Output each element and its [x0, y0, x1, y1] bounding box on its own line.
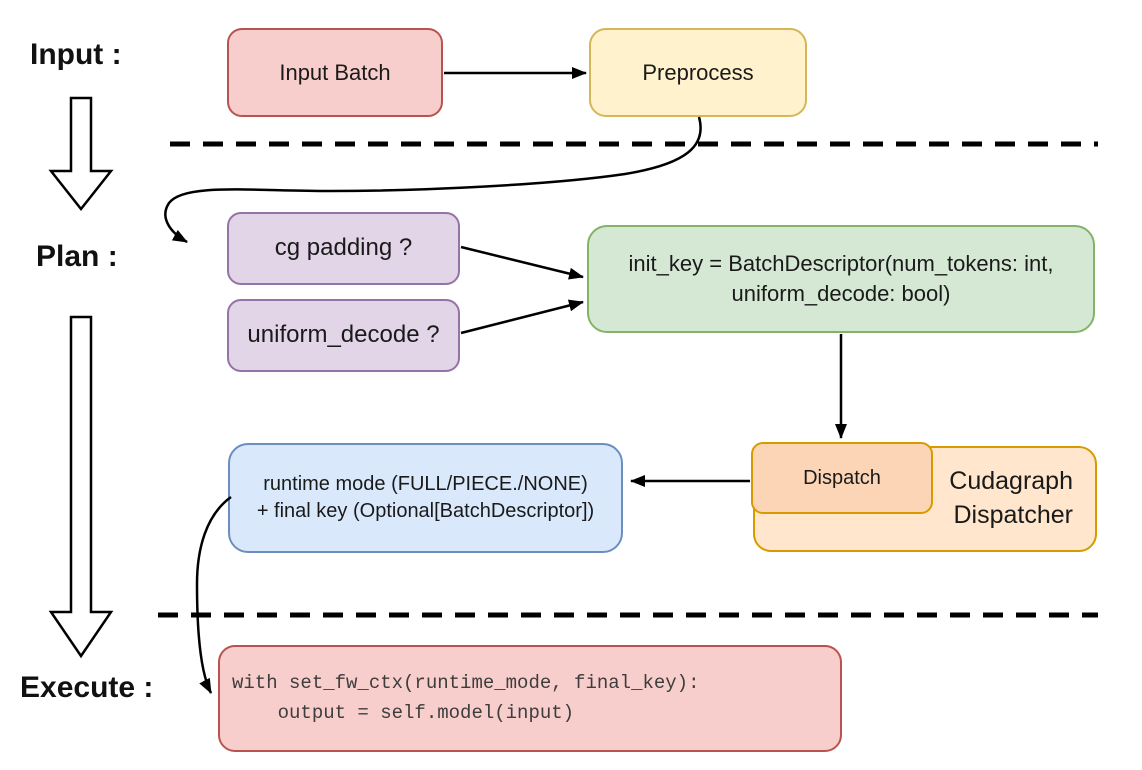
stage-label-execute: Execute :	[20, 671, 154, 704]
stage-label-plan: Plan :	[36, 240, 118, 273]
execute-code-line2: output = self.model(input)	[232, 701, 575, 724]
node-runtime-result-line1: runtime mode (FULL/PIECE./NONE)	[263, 473, 588, 495]
stage-label-input: Input :	[30, 38, 122, 71]
arrow-cgpadding-to-initkey	[460, 245, 584, 280]
node-input-batch: Input Batch	[227, 28, 443, 117]
execute-code-line1: with set_fw_ctx(runtime_mode, final_key)…	[232, 672, 700, 695]
node-cudagraph-dispatcher-line2: Dispatcher	[953, 501, 1074, 529]
node-init-key-line1: init_key = BatchDescriptor(num_tokens: i…	[628, 251, 1054, 277]
node-dispatch: Dispatch	[751, 442, 933, 514]
stage-arrow-input-icon	[48, 96, 114, 212]
node-input-batch-label: Input Batch	[279, 59, 391, 85]
node-cg-padding-label: cg padding ?	[274, 234, 413, 262]
node-cg-padding: cg padding ?	[227, 212, 460, 285]
node-runtime-result-line2: + final key (Optional[BatchDescriptor])	[256, 500, 595, 522]
stage-arrow-plan-icon	[48, 315, 114, 659]
node-uniform-decode-label: uniform_decode ?	[247, 321, 440, 349]
node-uniform-decode: uniform_decode ?	[227, 299, 460, 372]
node-execute-code: with set_fw_ctx(runtime_mode, final_key)…	[218, 645, 842, 752]
node-preprocess-label: Preprocess	[642, 59, 754, 85]
node-runtime-result: runtime mode (FULL/PIECE./NONE) + final …	[228, 443, 623, 553]
node-init-key-line2: uniform_decode: bool)	[731, 281, 951, 306]
node-preprocess: Preprocess	[589, 28, 807, 117]
node-dispatch-label: Dispatch	[803, 466, 881, 489]
arrow-uniformdecode-to-initkey	[460, 299, 584, 335]
node-init-key: init_key = BatchDescriptor(num_tokens: i…	[587, 225, 1095, 333]
node-cudagraph-dispatcher-line1: Cudagraph	[949, 467, 1073, 496]
